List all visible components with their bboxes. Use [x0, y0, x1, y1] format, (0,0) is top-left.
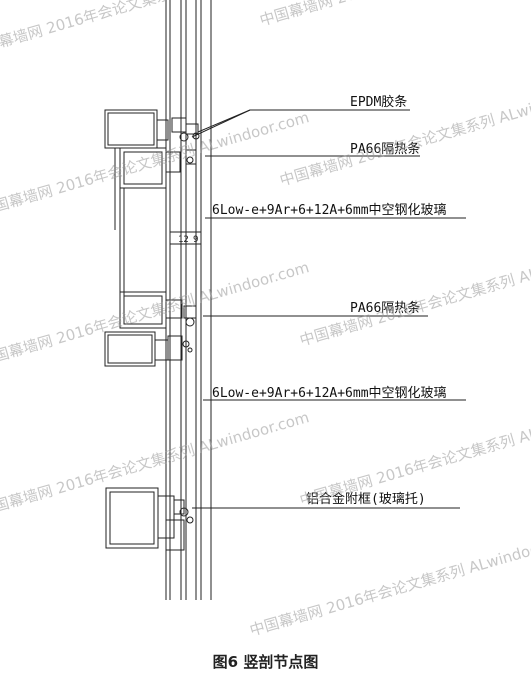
callout-glass-top: 6Low-e+9Ar+6+12A+6mm中空钢化玻璃 [212, 203, 447, 218]
figure-caption: 图6 竖剖节点图 [212, 653, 319, 671]
top-transom-profile [104, 109, 200, 300]
leader-lines [191, 109, 466, 509]
callout-epdm: EPDM胶条 [350, 95, 408, 110]
callout-pa66-mid: PA66隔热条 [350, 301, 421, 316]
vertical-section-drawing: 12 9 [104, 0, 466, 600]
callout-glass-mid: 6Low-e+9Ar+6+12A+6mm中空钢化玻璃 [212, 386, 447, 401]
bottom-subframe-profile [105, 487, 194, 551]
callout-pa66-top: PA66隔热条 [350, 142, 421, 157]
dim-9-label: 9 [193, 235, 198, 245]
dim-12-label: 12 [178, 235, 189, 245]
callout-sub-frame: 铝合金附框(玻璃托) [306, 492, 426, 507]
dimension-marks [170, 231, 201, 245]
mid-transom-profile [104, 291, 197, 367]
